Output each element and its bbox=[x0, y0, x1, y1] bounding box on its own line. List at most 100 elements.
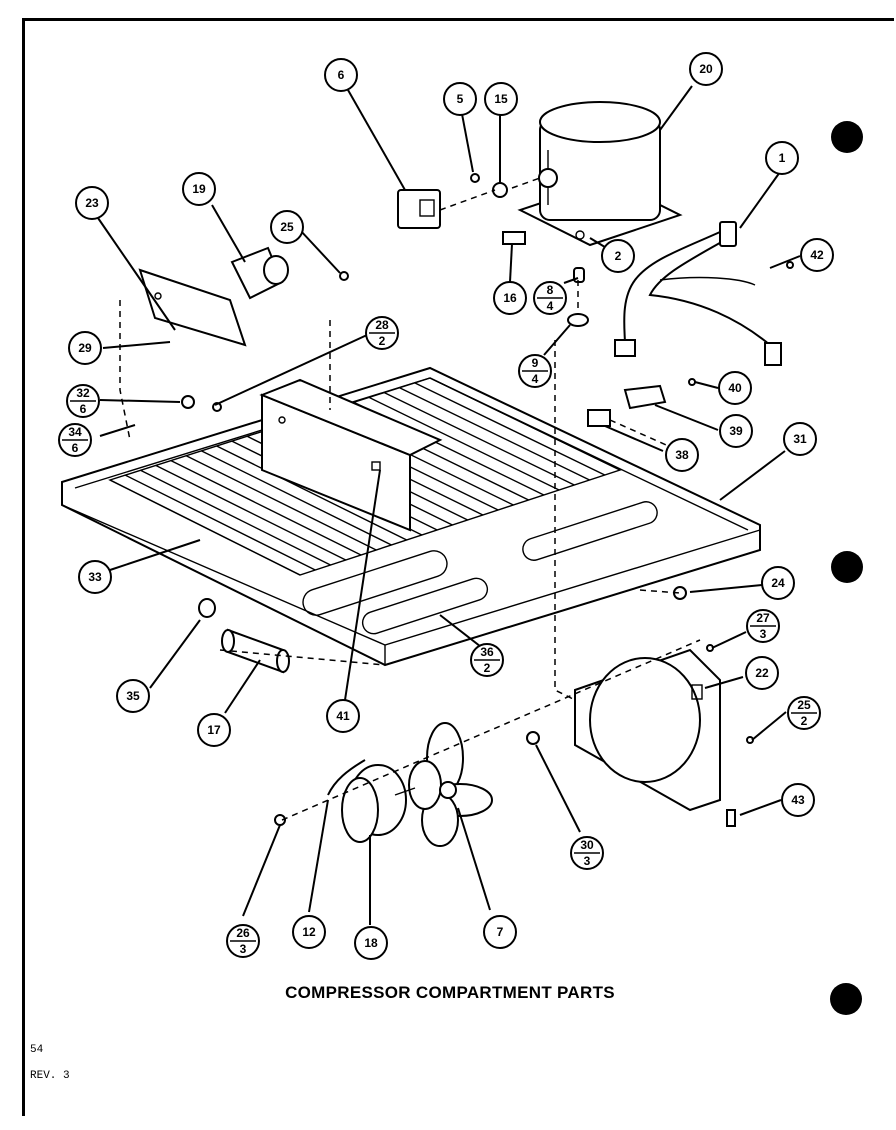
svg-text:17: 17 bbox=[207, 723, 221, 737]
callout-5: 5 bbox=[443, 82, 477, 116]
svg-text:3: 3 bbox=[584, 854, 591, 868]
callout-17: 17 bbox=[197, 713, 231, 747]
callout-19: 19 bbox=[182, 172, 216, 206]
svg-text:3: 3 bbox=[240, 942, 247, 956]
callout-2: 2 bbox=[601, 239, 635, 273]
svg-text:20: 20 bbox=[699, 62, 713, 76]
svg-text:27: 27 bbox=[756, 611, 770, 625]
svg-text:9: 9 bbox=[532, 356, 539, 370]
svg-text:3: 3 bbox=[760, 627, 767, 641]
svg-text:4: 4 bbox=[532, 372, 539, 386]
svg-text:36: 36 bbox=[480, 645, 494, 659]
svg-text:25: 25 bbox=[280, 220, 294, 234]
coil-rung bbox=[201, 450, 392, 546]
svg-text:31: 31 bbox=[793, 432, 807, 446]
fan-blade bbox=[408, 722, 493, 847]
callout-32-6: 326 bbox=[66, 384, 100, 418]
compressor bbox=[517, 101, 683, 247]
svg-text:39: 39 bbox=[729, 424, 743, 438]
callouts: 1 2 5 6 7 12 15 16 17 18 19 20 22 23 24 … bbox=[68, 52, 834, 960]
callout-25-2: 252 bbox=[787, 696, 821, 730]
fan-motor bbox=[341, 764, 416, 843]
fan-shroud bbox=[574, 648, 721, 812]
svg-text:34: 34 bbox=[68, 425, 82, 439]
clip-35 bbox=[198, 598, 216, 618]
callout-36-2: 362 bbox=[470, 643, 504, 677]
callout-38: 38 bbox=[665, 438, 699, 472]
svg-text:7: 7 bbox=[497, 925, 504, 939]
svg-text:42: 42 bbox=[810, 248, 824, 262]
svg-text:5: 5 bbox=[457, 92, 464, 106]
callout-15: 15 bbox=[484, 82, 518, 116]
svg-text:2: 2 bbox=[484, 661, 491, 675]
coil-rung bbox=[109, 479, 301, 576]
svg-text:35: 35 bbox=[126, 689, 140, 703]
callout-35: 35 bbox=[116, 679, 150, 713]
svg-text:26: 26 bbox=[236, 926, 250, 940]
binder-hole-bottom bbox=[830, 983, 862, 1015]
fraction-callouts: 84 94 282 326 346 362 273 252 303 263 bbox=[58, 281, 821, 958]
svg-text:6: 6 bbox=[338, 68, 345, 82]
callout-20: 20 bbox=[689, 52, 723, 86]
callout-34-6: 346 bbox=[58, 423, 92, 457]
start-relay bbox=[397, 189, 441, 229]
callout-33: 33 bbox=[78, 560, 112, 594]
callout-18: 18 bbox=[354, 926, 388, 960]
callout-12: 12 bbox=[292, 915, 326, 949]
svg-text:38: 38 bbox=[675, 448, 689, 462]
callout-26-3: 263 bbox=[226, 924, 260, 958]
svg-text:28: 28 bbox=[375, 318, 389, 332]
svg-text:43: 43 bbox=[791, 793, 805, 807]
overload-protector bbox=[470, 173, 508, 198]
svg-text:18: 18 bbox=[364, 936, 378, 950]
page-title: COMPRESSOR COMPARTMENT PARTS bbox=[285, 983, 615, 1002]
svg-text:23: 23 bbox=[85, 196, 99, 210]
callout-23: 23 bbox=[75, 186, 109, 220]
coil-rung bbox=[216, 445, 407, 541]
callout-8-4: 84 bbox=[533, 281, 567, 315]
svg-text:12: 12 bbox=[302, 925, 316, 939]
page-number: 54 bbox=[30, 1044, 44, 1056]
svg-text:15: 15 bbox=[494, 92, 508, 106]
svg-text:16: 16 bbox=[503, 291, 517, 305]
hardware bbox=[181, 261, 794, 827]
svg-text:41: 41 bbox=[336, 709, 350, 723]
callout-25: 25 bbox=[270, 210, 304, 244]
callout-24: 24 bbox=[761, 566, 795, 600]
callout-7: 7 bbox=[483, 915, 517, 949]
leader-lines bbox=[97, 85, 801, 925]
binder-hole-top bbox=[831, 121, 863, 153]
callout-41: 41 bbox=[326, 699, 360, 733]
timer-bracket bbox=[138, 268, 247, 347]
grommets bbox=[567, 267, 589, 327]
center-bracket bbox=[259, 378, 443, 532]
callout-1: 1 bbox=[765, 141, 799, 175]
coil-rung bbox=[399, 387, 590, 481]
coil-rung bbox=[170, 459, 362, 556]
svg-text:19: 19 bbox=[192, 182, 206, 196]
callout-29: 29 bbox=[68, 331, 102, 365]
callout-42: 42 bbox=[800, 238, 834, 272]
svg-text:25: 25 bbox=[797, 698, 811, 712]
diagram-frame bbox=[22, 18, 894, 1116]
svg-text:33: 33 bbox=[88, 570, 102, 584]
assembly-lines bbox=[119, 177, 701, 821]
callout-31: 31 bbox=[783, 422, 817, 456]
relay-38 bbox=[587, 409, 611, 427]
svg-text:2: 2 bbox=[379, 334, 386, 348]
svg-text:32: 32 bbox=[76, 386, 90, 400]
relay-39 bbox=[623, 384, 667, 410]
svg-text:2: 2 bbox=[801, 714, 808, 728]
clip-16 bbox=[502, 231, 526, 245]
binder-hole-middle bbox=[831, 551, 863, 583]
svg-text:4: 4 bbox=[547, 299, 554, 313]
coil-rung bbox=[140, 469, 331, 566]
svg-text:6: 6 bbox=[72, 441, 79, 455]
svg-text:30: 30 bbox=[580, 838, 594, 852]
wire-harness bbox=[614, 221, 782, 366]
callout-22: 22 bbox=[745, 656, 779, 690]
coil-rung bbox=[185, 455, 377, 551]
callout-43: 43 bbox=[781, 783, 815, 817]
callout-40: 40 bbox=[718, 371, 752, 405]
